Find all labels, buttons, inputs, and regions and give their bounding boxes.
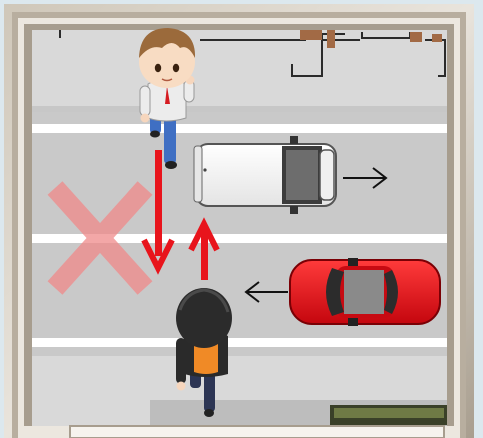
lane-line-bottom	[32, 338, 447, 347]
white-van	[194, 136, 336, 214]
lane-line-top	[32, 124, 447, 133]
red-car	[290, 258, 440, 326]
frame-sill	[24, 426, 454, 438]
